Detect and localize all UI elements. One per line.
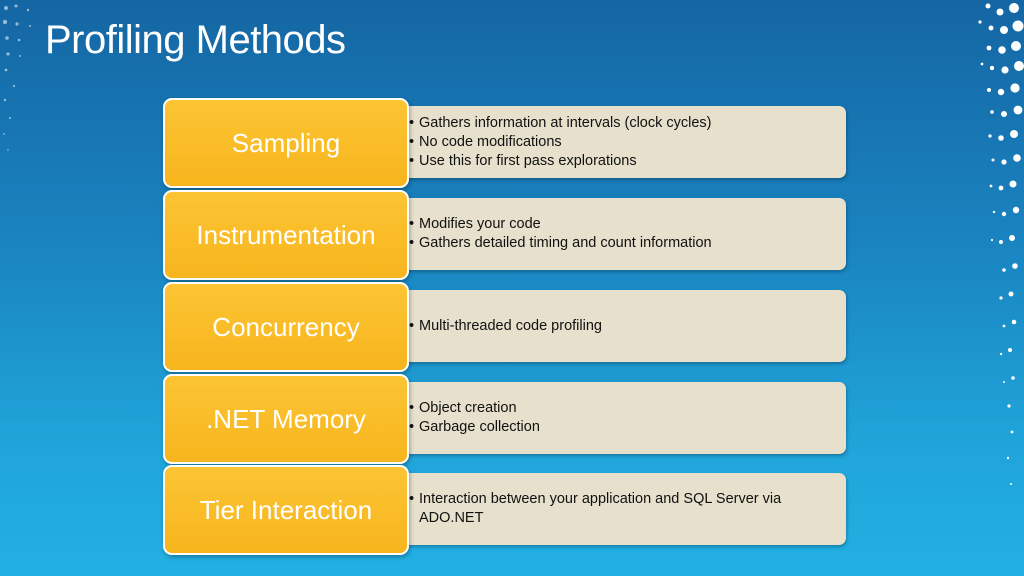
bullet-item: Gathers information at intervals (clock …	[409, 114, 712, 133]
method-description: Modifies your code Gathers detailed timi…	[393, 198, 846, 270]
bullet-item: Object creation	[409, 399, 540, 418]
method-label: Tier Interaction	[163, 465, 409, 555]
bullet-item: Use this for first pass explorations	[409, 152, 712, 171]
bullet-item: Gathers detailed timing and count inform…	[409, 234, 712, 253]
method-label: Sampling	[163, 98, 409, 188]
method-description: Multi-threaded code profiling	[393, 290, 846, 362]
method-row-concurrency: Multi-threaded code profiling Concurrenc…	[163, 282, 848, 372]
method-label-text: Concurrency	[212, 311, 360, 342]
method-description: Interaction between your application and…	[393, 473, 846, 545]
method-label-text: .NET Memory	[206, 403, 366, 434]
method-description: Object creation Garbage collection	[393, 382, 846, 454]
method-label: Concurrency	[163, 282, 409, 372]
method-row-sampling: Gathers information at intervals (clock …	[163, 98, 848, 188]
method-row-instrumentation: Modifies your code Gathers detailed timi…	[163, 190, 848, 280]
method-label-text: Instrumentation	[196, 219, 376, 250]
slide-title: Profiling Methods	[45, 18, 346, 62]
method-row-net-memory: Object creation Garbage collection .NET …	[163, 374, 848, 464]
bullet-item: Interaction between your application and…	[409, 490, 826, 528]
method-label: .NET Memory	[163, 374, 409, 464]
bullet-list: Interaction between your application and…	[393, 490, 846, 528]
method-description: Gathers information at intervals (clock …	[393, 106, 846, 178]
bullet-list: Object creation Garbage collection	[393, 399, 560, 437]
bullet-item: Multi-threaded code profiling	[409, 317, 602, 336]
bullet-item: Garbage collection	[409, 418, 540, 437]
method-row-tier-interaction: Interaction between your application and…	[163, 465, 848, 555]
dot-pattern-right	[978, 3, 1024, 485]
method-label-text: Sampling	[231, 127, 341, 158]
dot-pattern-left	[2, 4, 31, 151]
bullet-list: Gathers information at intervals (clock …	[393, 114, 732, 171]
bullet-item: No code modifications	[409, 133, 712, 152]
method-label-text: Tier Interaction	[199, 494, 373, 525]
bullet-list: Multi-threaded code profiling	[393, 317, 622, 336]
bullet-list: Modifies your code Gathers detailed timi…	[393, 215, 732, 253]
bullet-item: Modifies your code	[409, 215, 712, 234]
method-label: Instrumentation	[163, 190, 409, 280]
